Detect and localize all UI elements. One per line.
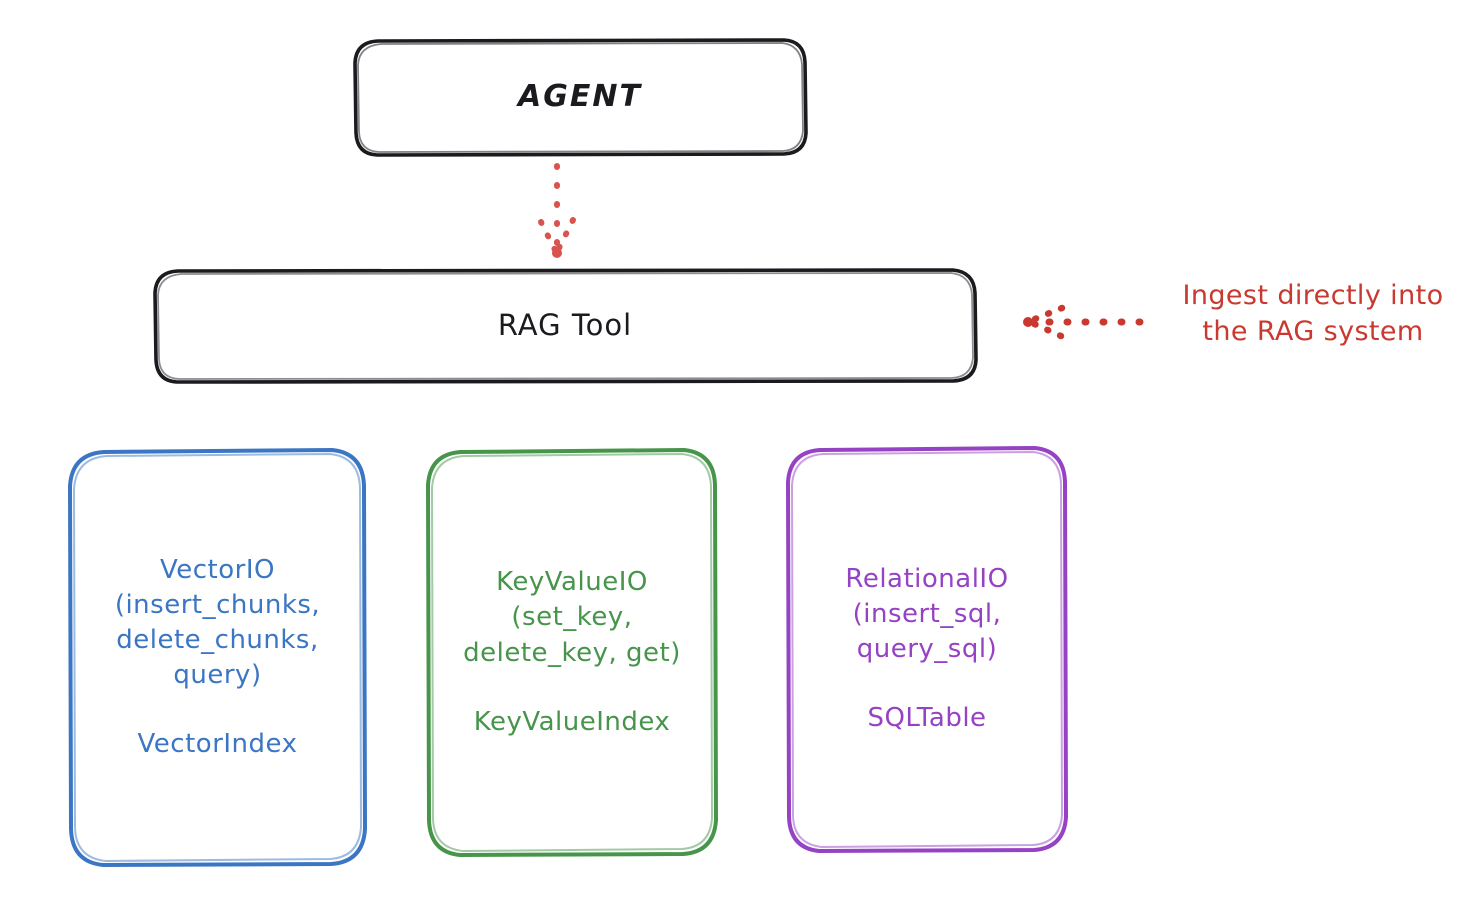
vector-io-content: VectorIO (insert_chunks, delete_chunks, …	[80, 553, 355, 762]
ingest-annotation-text: Ingest directly into the RAG system	[1182, 280, 1444, 348]
rag-tool-node[interactable]: RAG Tool	[155, 270, 975, 382]
relational-io-content: RelationalIO (insert_sql, query_sql) SQL…	[796, 562, 1058, 736]
sql-table-label: SQLTable	[867, 703, 987, 734]
rag-tool-box-outline	[153, 268, 978, 384]
key-value-io-box-outline	[426, 448, 718, 857]
vector-io-box-outline	[68, 448, 367, 867]
vector-index-label: VectorIndex	[137, 729, 298, 760]
agent-node[interactable]: AGENT	[355, 40, 805, 155]
key-value-io-api-label: KeyValueIO (set_key, delete_key, get)	[463, 567, 681, 668]
relational-io-box-outline	[786, 446, 1068, 853]
relational-io-node[interactable]: RelationalIO (insert_sql, query_sql) SQL…	[788, 448, 1066, 850]
vector-io-node[interactable]: VectorIO (insert_chunks, delete_chunks, …	[70, 450, 365, 865]
key-value-index-label: KeyValueIndex	[473, 706, 671, 737]
key-value-io-content: KeyValueIO (set_key, delete_key, get) Ke…	[436, 565, 708, 739]
ingest-arrow	[1023, 304, 1144, 340]
relational-io-api-label: RelationalIO (insert_sql, query_sql)	[845, 563, 1009, 664]
vector-io-api-label: VectorIO (insert_chunks, delete_chunks, …	[114, 554, 321, 691]
key-value-io-node[interactable]: KeyValueIO (set_key, delete_key, get) Ke…	[428, 450, 716, 855]
agent-box-outline	[353, 38, 808, 157]
rag-tool-label: RAG Tool	[497, 308, 633, 343]
agent-to-rag-arrow	[538, 163, 576, 258]
agent-label: AGENT	[518, 79, 642, 115]
